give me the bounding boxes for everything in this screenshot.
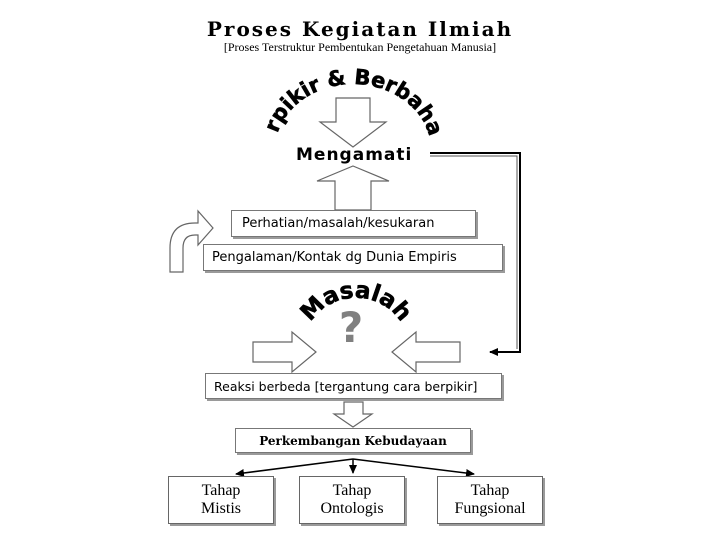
- hollow-arrow-down-top: [318, 97, 388, 148]
- tahap-ontologis-line1: Tahap: [332, 482, 372, 499]
- box-perhatian-text: Perhatian/masalah/kesukaran: [242, 216, 435, 231]
- feedback-connector: [430, 152, 521, 356]
- hollow-arrow-right: [252, 330, 317, 374]
- fan-out-connectors: [235, 458, 475, 477]
- box-perkembangan: Perkembangan Kebudayaan: [235, 428, 471, 453]
- arc-text-berpikir-berbahasa: Berpikir & Berbahasa: [0, 0, 448, 139]
- tahap-mistis-line1: Tahap: [201, 482, 241, 499]
- tahap-fungsional-line2: Fungsional: [454, 500, 526, 517]
- box-tahap-ontologis: Tahap Ontologis: [299, 476, 405, 524]
- box-reaksi-text: Reaksi berbeda [tergantung cara berpikir…: [214, 378, 478, 394]
- tahap-fungsional-line1: Tahap: [470, 482, 510, 499]
- tahap-ontologis-line2: Ontologis: [320, 500, 384, 517]
- hollow-arrow-down-bottom: [332, 401, 374, 428]
- box-reaksi: Reaksi berbeda [tergantung cara berpikir…: [205, 373, 502, 399]
- box-pengalaman: Pengalaman/Kontak dg Dunia Empiris: [203, 244, 503, 271]
- box-perkembangan-text: Perkembangan Kebudayaan: [259, 433, 447, 448]
- hollow-arrow-up-middle: [316, 165, 390, 211]
- curved-arrow-left: [169, 209, 214, 273]
- diagram-subtitle: [Proses Terstruktur Pembentukan Pengetah…: [223, 40, 497, 54]
- question-mark-icon: ?: [339, 303, 363, 352]
- box-perhatian: Perhatian/masalah/kesukaran: [231, 210, 476, 237]
- diagram-title: Proses Kegiatan Ilmiah: [206, 17, 514, 41]
- hollow-arrow-left: [391, 330, 461, 374]
- box-tahap-fungsional: Tahap Fungsional: [437, 476, 543, 524]
- box-pengalaman-text: Pengalaman/Kontak dg Dunia Empiris: [212, 250, 457, 265]
- tahap-mistis-line2: Mistis: [200, 500, 241, 517]
- box-tahap-mistis: Tahap Mistis: [168, 476, 274, 524]
- mengamati-label: Mengamati: [296, 145, 413, 165]
